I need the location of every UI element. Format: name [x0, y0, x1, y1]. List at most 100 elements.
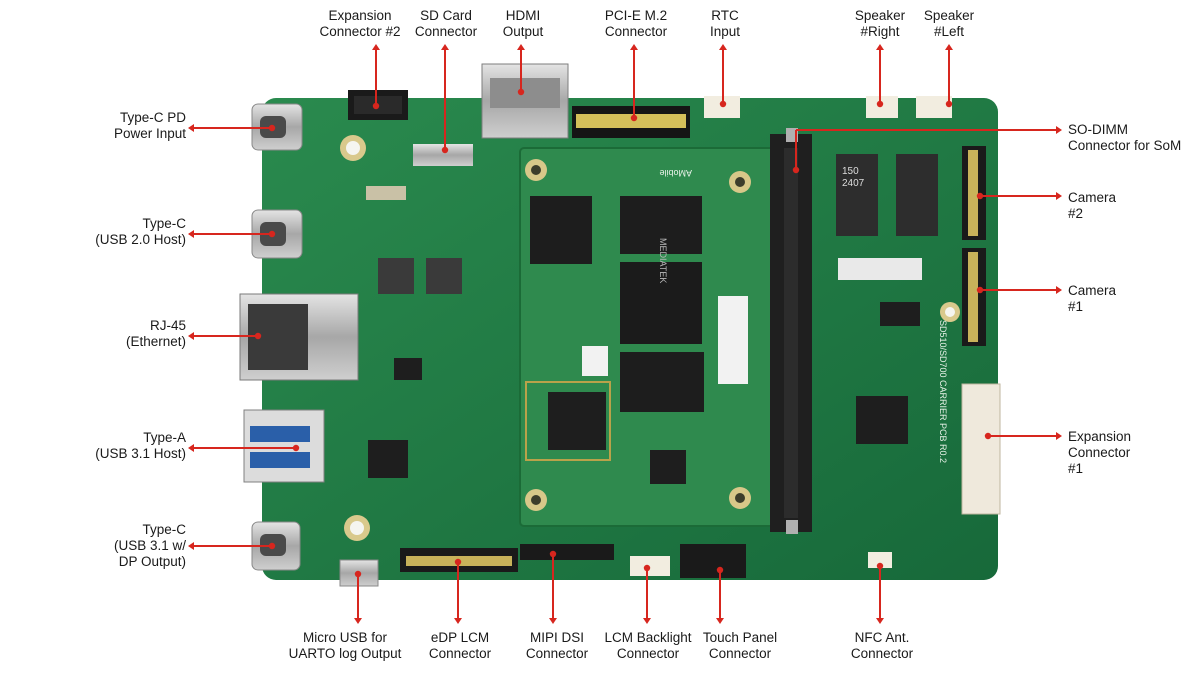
label-edp-lcm-line: Connector — [428, 646, 492, 661]
mounting-holes — [340, 135, 960, 541]
camera-1-arrow-head — [1056, 286, 1062, 294]
label-sodimm-line: Connector for SoM — [1068, 138, 1182, 153]
label-typec-dp: Type-C(USB 3.1 w/DP Output) — [114, 522, 186, 570]
touch-panel-arrow-head — [716, 618, 724, 624]
label-typea-line: Type-A — [143, 430, 186, 445]
sd-card-arrow-head — [441, 44, 449, 50]
label-touch-panel-line: Connector — [708, 646, 772, 661]
typec-dp-arrow-dot — [268, 542, 276, 550]
label-expansion-1-line: Expansion — [1068, 429, 1132, 444]
label-nfc-line: NFC Ant. — [854, 630, 910, 645]
label-micro-usb-line: Micro USB for — [302, 630, 387, 645]
edp-lcm-arrow-head — [454, 618, 462, 624]
label-mipi-dsi-line: MIPI DSI — [529, 630, 585, 645]
lcm-backlight-arrow-head — [643, 618, 651, 624]
label-rj45: RJ-45(Ethernet) — [126, 318, 186, 350]
label-speaker-left: Speaker#Left — [924, 8, 974, 40]
label-sd-card-line: Connector — [414, 24, 478, 39]
sodimm-arrow-dot — [792, 166, 800, 174]
mediatek-mark: MEDIATEK — [658, 238, 668, 283]
label-typec-dp-line: (USB 3.1 w/ — [113, 538, 186, 553]
rtc-arrow-head — [719, 44, 727, 50]
camera-2-arrow-head — [1056, 192, 1062, 200]
edp-lcm-arrow-dot — [454, 558, 462, 566]
mipi-dsi-arrow-dot — [549, 550, 557, 558]
label-typec-dp-line: Type-C — [142, 522, 186, 537]
label-typec-usb2-line: (USB 2.0 Host) — [95, 232, 186, 247]
label-pcie-m2-line: PCI-E M.2 — [604, 8, 668, 23]
typea-arrow-head — [188, 444, 194, 452]
nfc-arrow-dot — [876, 562, 884, 570]
label-pcie-m2-line: Connector — [604, 24, 668, 39]
rtc-arrow-dot — [719, 100, 727, 108]
label-rj45-line: (Ethernet) — [125, 334, 186, 349]
label-speaker-right-line: #Right — [860, 24, 900, 39]
label-rj45-line: RJ-45 — [149, 318, 186, 333]
label-micro-usb-line: UARTO log Output — [288, 646, 402, 661]
typec-usb2-arrow-dot — [268, 230, 276, 238]
typec-pd-arrow-dot — [268, 124, 276, 132]
label-hdmi-line: HDMI — [505, 8, 541, 23]
label-speaker-left-line: #Left — [933, 24, 965, 39]
inductor-mark-2407: 2407 — [842, 178, 865, 189]
lcm-backlight-arrow-dot — [643, 564, 651, 572]
touch-panel-arrow-dot — [716, 566, 724, 574]
label-typec-pd-line: Type-C PD — [119, 110, 186, 125]
label-typec-usb2: Type-C(USB 2.0 Host) — [95, 216, 186, 248]
label-expansion-1-line: Connector — [1068, 445, 1131, 460]
nfc-arrow-head — [876, 618, 884, 624]
label-typec-pd-line: Power Input — [113, 126, 186, 141]
mipi-dsi-arrow-head — [549, 618, 557, 624]
hdmi-arrow-head — [517, 44, 525, 50]
label-camera-1-line: #1 — [1068, 299, 1084, 314]
sodimm-arrow-head — [1056, 126, 1062, 134]
pcie-m2-arrow-head — [630, 44, 638, 50]
speaker-left-arrow-head — [945, 44, 953, 50]
speaker-right-arrow-head — [876, 44, 884, 50]
label-expansion-2-line: Expansion — [328, 8, 392, 23]
hdmi-arrow-dot — [517, 88, 525, 96]
label-camera-1: Camera#1 — [1068, 283, 1116, 315]
label-camera-2-line: Camera — [1068, 190, 1117, 205]
callout-arrows — [188, 44, 1062, 624]
label-lcm-backlight-line: LCM Backlight — [604, 630, 692, 645]
label-typea-line: (USB 3.1 Host) — [95, 446, 186, 461]
micro-usb-arrow-head — [354, 618, 362, 624]
expansion-2-arrow-head — [372, 44, 380, 50]
label-hdmi-line: Output — [502, 24, 544, 39]
label-camera-2: Camera#2 — [1068, 190, 1116, 222]
label-edp-lcm-line: eDP LCM — [430, 630, 490, 645]
sodimm-socket — [770, 128, 812, 534]
som-brand-text: AMobile — [659, 168, 692, 178]
right-connectors: 150 2407 SD510/SD700 CARRIER PCB R0.2 — [836, 146, 1001, 515]
inductor-mark-150: 150 — [842, 166, 859, 177]
typea-arrow-dot — [292, 444, 300, 452]
micro-usb-arrow-dot — [354, 570, 362, 578]
label-typea: Type-A(USB 3.1 Host) — [95, 430, 186, 462]
label-speaker-right-line: Speaker — [854, 8, 906, 23]
speaker-right-arrow-dot — [876, 100, 884, 108]
label-nfc-line: Connector — [850, 646, 914, 661]
rj45-arrow-head — [188, 332, 194, 340]
label-camera-1-line: Camera — [1068, 283, 1117, 298]
typec-usb2-arrow-head — [188, 230, 194, 238]
label-nfc: NFC Ant.Connector — [851, 630, 913, 662]
label-rtc-line: Input — [709, 24, 741, 39]
label-mipi-dsi-line: Connector — [525, 646, 589, 661]
expansion-1-arrow-head — [1056, 432, 1062, 440]
sd-card-arrow-dot — [441, 146, 449, 154]
label-sodimm-line: SO-DIMM — [1068, 122, 1128, 137]
label-touch-panel-line: Touch Panel — [702, 630, 778, 645]
label-typec-dp-line: DP Output) — [118, 554, 186, 569]
typec-pd-arrow-head — [188, 124, 194, 132]
carrier-model-text: SD510/SD700 CARRIER PCB R0.2 — [938, 320, 948, 463]
